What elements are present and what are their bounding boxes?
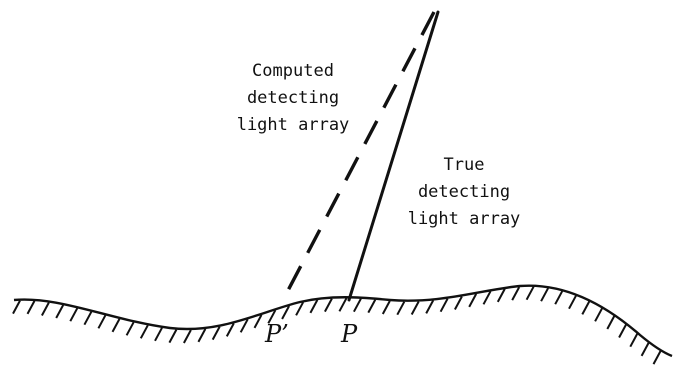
hatch-mark — [410, 301, 420, 315]
hatch-mark — [439, 298, 449, 313]
hatch-mark — [496, 288, 506, 303]
hatch-mark — [618, 324, 627, 338]
computed-array-label: Computed detecting light array — [218, 58, 368, 139]
ground-hatching — [12, 286, 662, 365]
hatch-mark — [69, 307, 79, 322]
hatch-mark — [640, 342, 650, 357]
hatch-mark — [594, 307, 603, 322]
hatch-mark — [97, 314, 107, 329]
hatch-mark — [197, 328, 207, 343]
hatch-mark — [83, 311, 93, 326]
computed-light-array-line — [281, 11, 436, 301]
hatch-mark — [225, 322, 235, 337]
hatch-mark — [381, 300, 391, 315]
hatch-mark — [26, 300, 36, 315]
true-array-label: True detecting light array — [389, 152, 539, 233]
hatch-mark — [309, 299, 319, 314]
hatch-mark — [568, 295, 577, 310]
point-p-label: P — [341, 320, 358, 348]
hatch-mark — [41, 302, 50, 316]
true-label-line-3: light array — [407, 209, 521, 229]
hatch-mark — [211, 326, 221, 341]
hatch-mark — [468, 293, 478, 308]
hatch-mark — [525, 286, 535, 301]
hatch-mark — [652, 350, 662, 365]
hatch-mark — [554, 290, 564, 305]
computed-label-line-2: detecting — [246, 88, 340, 108]
hatch-mark — [454, 296, 463, 310]
hatch-mark — [139, 324, 149, 339]
hatch-mark — [581, 300, 591, 315]
hatch-mark — [367, 299, 377, 314]
hatch-mark — [12, 300, 21, 315]
hatch-mark — [239, 318, 249, 333]
true-label-line-2: detecting — [417, 182, 511, 202]
true-light-array-line — [347, 10, 440, 302]
ground-surface — [13, 284, 673, 358]
hatch-mark — [168, 329, 178, 344]
hatch-mark — [425, 299, 435, 314]
hatch-mark — [629, 333, 639, 348]
true-label-line-1: True — [443, 155, 485, 175]
hatch-mark — [353, 298, 362, 313]
hatch-mark — [111, 318, 121, 333]
hatch-mark — [482, 290, 492, 305]
computed-label-line-1: Computed — [252, 61, 334, 81]
hatch-mark — [540, 287, 549, 302]
point-p-prime-label: P’ — [265, 320, 289, 348]
hatch-mark — [324, 298, 333, 313]
hatch-mark — [338, 297, 348, 312]
hatch-mark — [253, 314, 263, 329]
hatch-mark — [55, 304, 65, 319]
hatch-mark — [125, 321, 135, 336]
hatch-mark — [295, 301, 304, 316]
computed-label-line-3: light array — [236, 115, 350, 135]
hatch-mark — [154, 327, 163, 342]
hatch-mark — [267, 309, 277, 324]
hatch-mark — [396, 301, 406, 316]
hatch-mark — [511, 286, 521, 301]
hatch-mark — [606, 315, 616, 330]
hatch-mark — [281, 305, 290, 320]
hatch-mark — [183, 329, 192, 344]
